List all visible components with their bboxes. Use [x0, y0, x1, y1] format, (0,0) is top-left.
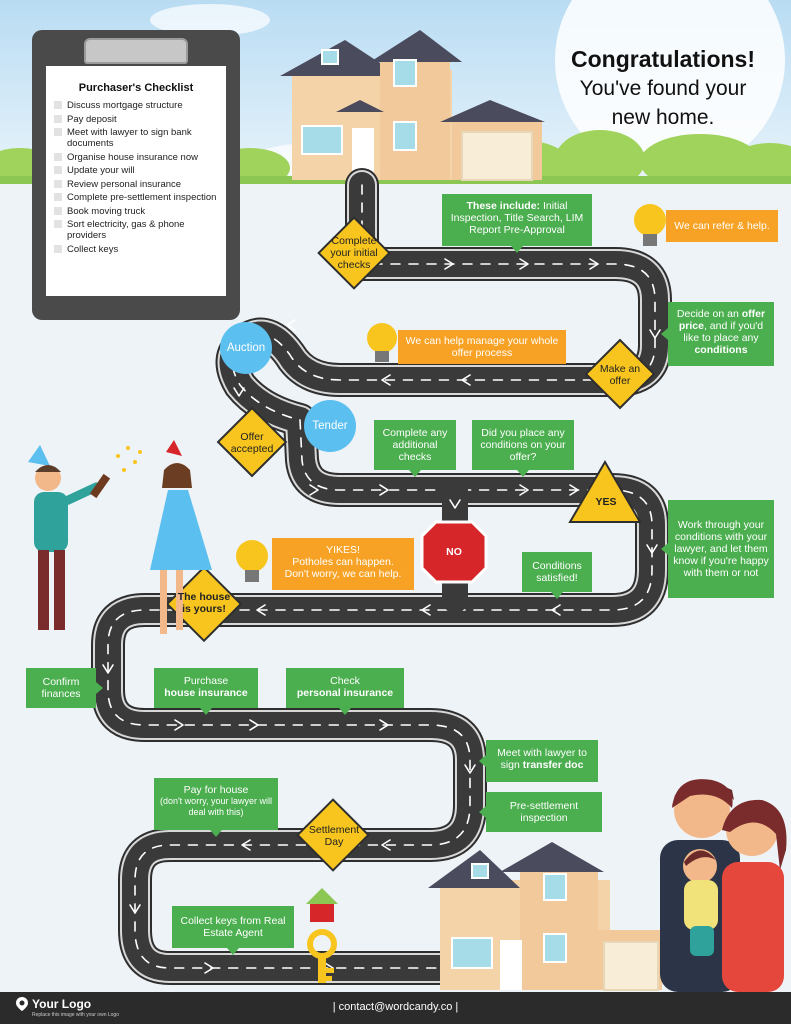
- tip-yikes: YIKES! Potholes can happen. Don't worry,…: [272, 538, 414, 590]
- callout-confirm-finances: Confirm finances: [26, 668, 103, 708]
- checkbox-icon[interactable]: [54, 166, 62, 174]
- checkbox-icon[interactable]: [54, 206, 62, 215]
- headline-title: Congratulations!: [571, 46, 755, 72]
- headline: Congratulations! You've found your new h…: [558, 44, 768, 132]
- callout-decide-offer: Decide on an offer price, and if you'd l…: [661, 302, 774, 366]
- headline-line2: You've found your: [579, 77, 747, 100]
- checkbox-icon[interactable]: [54, 114, 62, 123]
- checkbox-icon[interactable]: [54, 220, 62, 228]
- circle-tender: Tender: [304, 400, 356, 452]
- callout-did-you-place: Did you place any conditions on your off…: [472, 420, 574, 477]
- sign-settlement-day: Settlement Day: [308, 824, 360, 848]
- checklist-item[interactable]: Meet with lawyer to sign bank documents: [54, 127, 218, 149]
- callout-complete-additional: Complete any additional checks: [374, 420, 456, 477]
- callout-meet-lawyer: Meet with lawyer to sign transfer doc: [479, 740, 598, 782]
- clipboard-clip-icon: [84, 38, 188, 64]
- checklist-list: Discuss mortgage structure Pay deposit M…: [54, 100, 218, 255]
- checklist-item[interactable]: Collect keys: [54, 244, 218, 255]
- checklist-paper: Purchaser's Checklist Discuss mortgage s…: [46, 66, 226, 296]
- sign-yes: YES: [595, 496, 617, 508]
- callout-pre-settlement: Pre-settlement inspection: [479, 792, 602, 832]
- stop-sign-no: NO: [446, 546, 462, 558]
- logo-subtext: Replace this image with your own Logo: [32, 1012, 119, 1018]
- tip-manage-offer: We can help manage your whole offer proc…: [398, 330, 566, 364]
- checklist-item[interactable]: Update your will: [54, 165, 218, 176]
- checklist-item[interactable]: Sort electricity, gas & phone providers: [54, 219, 218, 241]
- footer-contact-link[interactable]: | contact@wordcandy.co |: [332, 1001, 459, 1013]
- sign-complete-checks: Complete your initial checks: [330, 235, 378, 271]
- checklist-item[interactable]: Book moving truck: [54, 206, 218, 217]
- checkbox-icon[interactable]: [54, 152, 62, 161]
- sign-make-offer: Make an offer: [599, 363, 641, 387]
- location-pin-icon: [16, 997, 28, 1011]
- checkbox-icon[interactable]: [54, 101, 62, 109]
- callout-conditions-satisfied: Conditions satisfied!: [522, 552, 592, 599]
- tip-refer: We can refer & help.: [666, 210, 778, 242]
- checklist-clipboard: Purchaser's Checklist Discuss mortgage s…: [32, 30, 240, 320]
- checkbox-icon[interactable]: [54, 128, 62, 136]
- checkbox-icon[interactable]: [54, 179, 62, 188]
- callout-collect-keys: Collect keys from Real Estate Agent: [172, 906, 294, 955]
- checklist-item[interactable]: Discuss mortgage structure: [54, 100, 218, 111]
- checkbox-icon[interactable]: [54, 244, 62, 253]
- callout-these-include: These include: Initial Inspection, Title…: [442, 194, 592, 253]
- checklist-item[interactable]: Organise house insurance now: [54, 152, 218, 163]
- footer-logo[interactable]: Your Logo: [16, 997, 91, 1011]
- headline-line3: new home.: [611, 106, 715, 129]
- checklist-title: Purchaser's Checklist: [78, 82, 194, 94]
- circle-auction: Auction: [220, 322, 272, 374]
- sign-offer-accepted: Offer accepted: [230, 431, 274, 455]
- callout-pay-house: Pay for house (don't worry, your lawyer …: [154, 778, 278, 837]
- sign-house-yours: The house is yours!: [177, 591, 231, 615]
- checkbox-icon[interactable]: [54, 193, 62, 201]
- checklist-item[interactable]: Pay deposit: [54, 114, 218, 125]
- callout-work-through: Work through your conditions with your l…: [661, 500, 774, 598]
- logo-text: Your Logo: [32, 997, 92, 1011]
- footer: Your Logo Replace this image with your o…: [0, 992, 791, 1024]
- checklist-item[interactable]: Complete pre-settlement inspection: [54, 192, 218, 203]
- checklist-item[interactable]: Review personal insurance: [54, 179, 218, 190]
